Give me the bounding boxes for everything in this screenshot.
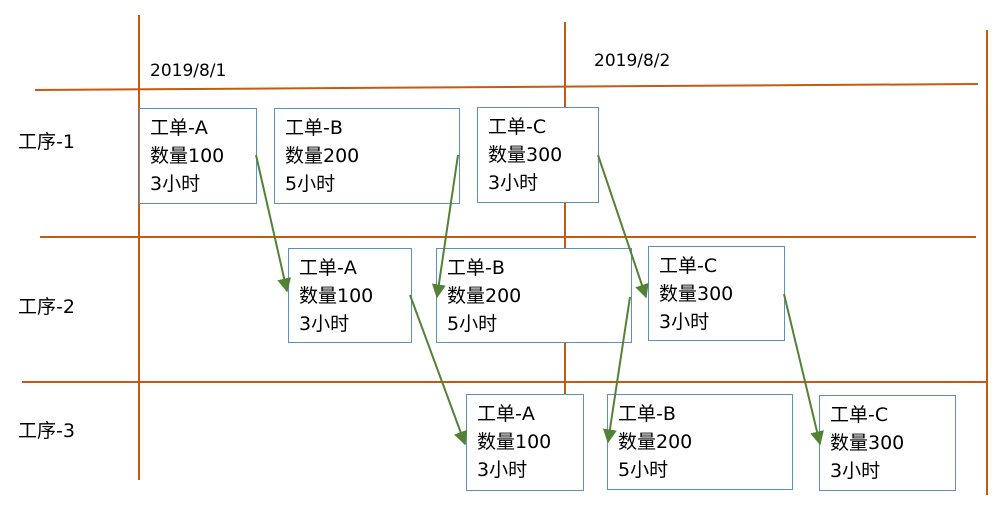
order-box-p2-b: 工单-B 数量200 5小时 xyxy=(436,248,632,343)
order-box-p1-a: 工单-A 数量100 3小时 xyxy=(139,108,257,204)
order-quantity: 数量200 xyxy=(285,145,360,167)
order-hours: 5小时 xyxy=(618,459,669,481)
order-name: 工单-B xyxy=(618,403,676,425)
order-quantity: 数量300 xyxy=(488,144,563,166)
order-hours: 5小时 xyxy=(285,173,336,195)
order-name: 工单-C xyxy=(830,404,889,426)
order-box-p3-c: 工单-C 数量300 3小时 xyxy=(819,395,956,491)
order-name: 工单-B xyxy=(447,257,505,279)
order-quantity: 数量100 xyxy=(150,145,225,167)
order-name: 工单-C xyxy=(659,255,718,277)
order-name: 工单-C xyxy=(488,116,547,138)
order-hours: 3小时 xyxy=(488,172,539,194)
order-quantity: 数量100 xyxy=(299,285,374,307)
order-hours: 3小时 xyxy=(299,313,350,335)
process-label-3: 工序-3 xyxy=(18,420,75,442)
process-label-1: 工序-1 xyxy=(18,131,75,153)
order-name: 工单-B xyxy=(285,117,343,139)
date-label-2: 2019/8/2 xyxy=(594,51,671,71)
order-box-p3-a: 工单-A 数量100 3小时 xyxy=(466,394,584,491)
order-hours: 5小时 xyxy=(447,313,498,335)
order-name: 工单-A xyxy=(299,257,357,279)
header-line xyxy=(34,83,979,91)
date-label-1: 2019/8/1 xyxy=(150,61,227,81)
order-box-p1-c: 工单-C 数量300 3小时 xyxy=(477,107,599,203)
order-box-p3-b: 工单-B 数量200 5小时 xyxy=(607,394,793,490)
order-quantity: 数量200 xyxy=(618,431,693,453)
order-hours: 3小时 xyxy=(150,173,201,195)
order-box-p1-b: 工单-B 数量200 5小时 xyxy=(274,108,460,204)
order-quantity: 数量100 xyxy=(477,431,552,453)
order-name: 工单-A xyxy=(477,403,535,425)
order-quantity: 数量200 xyxy=(447,285,522,307)
order-quantity: 数量300 xyxy=(830,432,905,454)
order-hours: 3小时 xyxy=(659,311,710,333)
order-hours: 3小时 xyxy=(830,460,881,482)
order-box-p2-c: 工单-C 数量300 3小时 xyxy=(648,246,785,341)
order-name: 工单-A xyxy=(150,117,208,139)
order-hours: 3小时 xyxy=(477,459,528,481)
order-quantity: 数量300 xyxy=(659,283,734,305)
order-box-p2-a: 工单-A 数量100 3小时 xyxy=(288,248,412,343)
process-label-2: 工序-2 xyxy=(18,296,75,318)
